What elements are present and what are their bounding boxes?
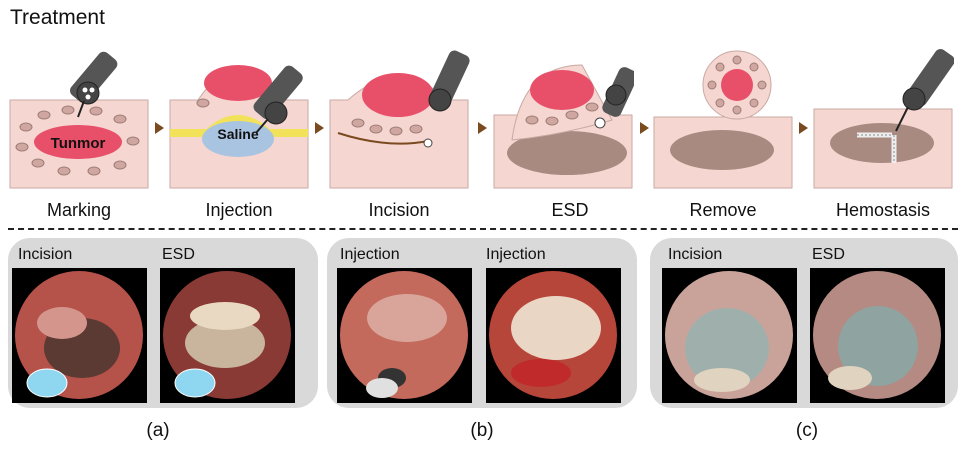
step-label-incision: Incision: [334, 200, 464, 221]
arrow-icon: [153, 120, 165, 136]
step-label-marking: Marking: [14, 200, 144, 221]
group-caption: (a): [128, 420, 188, 442]
step-inner-text-injection: Saline: [217, 126, 258, 142]
endoscopy-photo: [486, 268, 621, 403]
photo-label: Injection: [486, 246, 546, 264]
endoscopy-photo: [12, 268, 147, 403]
step-label-hemostasis: Hemostasis: [818, 200, 948, 221]
photo-label: Incision: [18, 246, 72, 264]
injection-illustration: Saline: [168, 45, 310, 190]
endoscopy-photo: [160, 268, 295, 403]
section-divider: [8, 228, 958, 230]
hemostasis-illustration: [812, 45, 954, 190]
photo-label: ESD: [162, 246, 195, 264]
group-caption: (b): [452, 420, 512, 442]
arrow-icon: [638, 120, 650, 136]
arrow-icon: [313, 120, 325, 136]
step-label-esd: ESD: [505, 200, 635, 221]
remove-illustration: [652, 45, 794, 190]
endoscopy-photo: [337, 268, 472, 403]
marking-illustration: Tunmor: [8, 45, 150, 190]
step-label-remove: Remove: [658, 200, 788, 221]
photo-label: ESD: [812, 246, 845, 264]
photo-label: Incision: [668, 246, 722, 264]
step-inner-text-marking: Tunmor: [51, 135, 106, 152]
arrow-icon: [476, 120, 488, 136]
group-caption: (c): [777, 420, 837, 442]
incision-illustration: [328, 45, 470, 190]
endoscopy-photo: [810, 268, 945, 403]
section-title: Treatment: [10, 6, 105, 30]
step-label-injection: Injection: [174, 200, 304, 221]
esd-illustration: [492, 45, 634, 190]
endoscopy-photo: [662, 268, 797, 403]
arrow-icon: [797, 120, 809, 136]
photo-label: Injection: [340, 246, 400, 264]
